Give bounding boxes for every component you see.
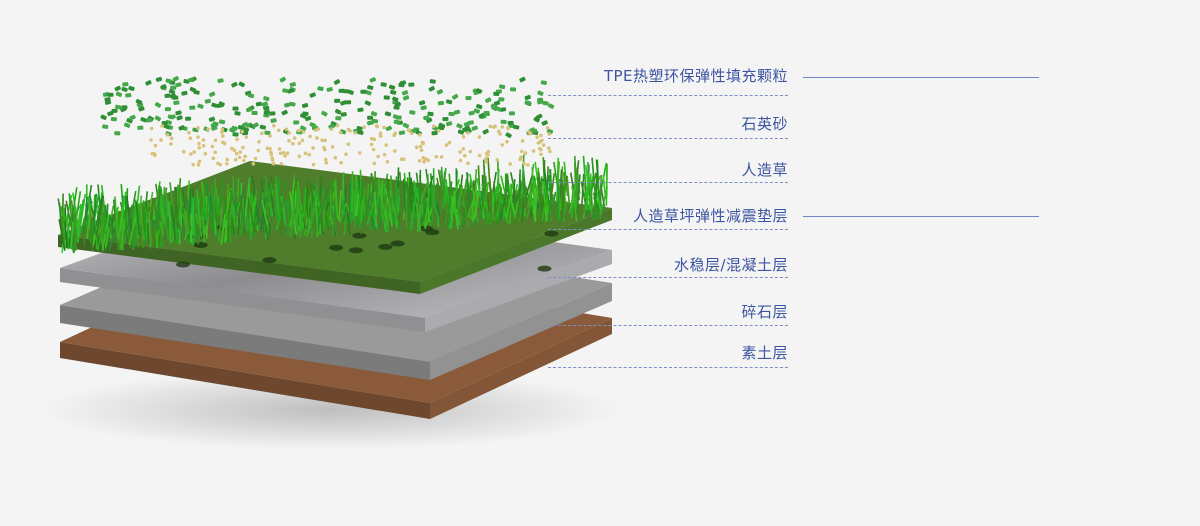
label-soil-layer: 素土层 (741, 344, 788, 362)
divider-dashed (548, 229, 788, 230)
label-gravel-layer: 碎石层 (741, 303, 788, 321)
divider-dashed (548, 367, 788, 368)
leader-line-solid (803, 77, 1039, 78)
label-shock-pad: 人造草坪弹性减震垫层 (632, 207, 788, 225)
grass-layer (57, 154, 608, 254)
label-tpe-granules: TPE热塑环保弹性填充颗粒 (603, 67, 788, 85)
divider-dashed (548, 277, 788, 278)
label-concrete-layer: 水稳层/混凝土层 (673, 256, 788, 274)
divider-dashed (548, 182, 788, 183)
divider-dashed (548, 325, 788, 326)
label-quartz-sand: 石英砂 (741, 115, 788, 133)
divider-dashed (548, 95, 788, 96)
particles (100, 76, 555, 167)
label-artificial-grass: 人造草 (741, 161, 788, 179)
leader-line-solid (803, 216, 1039, 217)
divider-dashed (548, 138, 788, 139)
